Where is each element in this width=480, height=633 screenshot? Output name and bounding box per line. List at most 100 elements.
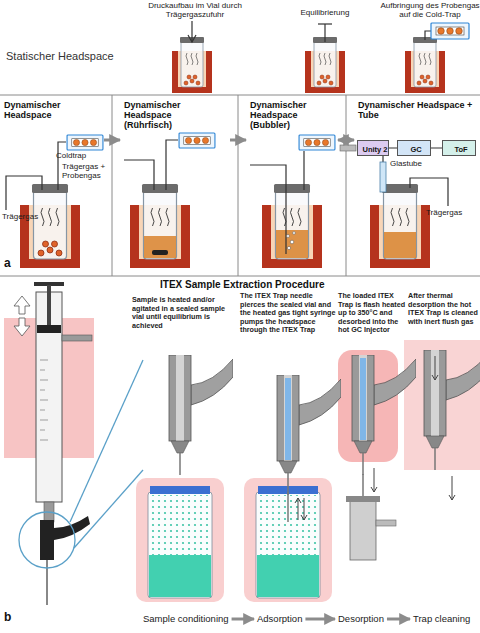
step-text: Desorption: [338, 612, 384, 626]
gc-injector: [346, 496, 396, 560]
instrument-box: ToF: [442, 140, 476, 156]
motion-arrow: [14, 296, 30, 314]
frame-line: [0, 95, 480, 276]
part-label: Trägergas: [426, 208, 480, 217]
frame-line: [0, 95, 480, 96]
panel-letter: b: [4, 610, 18, 624]
gc-injector: [376, 520, 396, 526]
cold-trap: [67, 135, 103, 150]
zoom-circle: [74, 470, 143, 548]
frame-line: [0, 276, 480, 277]
itex-trap: [277, 375, 341, 495]
flow-indicator: [449, 476, 455, 500]
static-vial: [305, 37, 345, 93]
itex-trap: [360, 358, 366, 440]
motion-arrow: [14, 318, 30, 336]
sample-liquid: [144, 230, 416, 258]
gas-tube: [6, 140, 448, 254]
needle: [318, 23, 332, 24]
zoom-circle: [70, 360, 143, 522]
step-caption: Aufbringung des Probengas auf die Cold-T…: [380, 1, 480, 20]
dynamic-vial: [130, 184, 190, 268]
needle: [324, 24, 325, 42]
panel-letter: a: [4, 256, 18, 270]
tube-line: [389, 147, 397, 148]
step-description: Sample is heated and/or agitated in a se…: [132, 296, 236, 330]
flow-arrow: [305, 618, 335, 621]
heated-zone: [244, 478, 332, 602]
gc-injector: [350, 500, 376, 560]
sample-vial: [257, 555, 319, 597]
frame-line: [346, 95, 347, 276]
flow-arrow: [104, 139, 120, 142]
stir-bar: [152, 250, 168, 255]
static-vial: [184, 75, 200, 85]
flow-arrow: [230, 139, 246, 142]
part-label: Trägergas: [2, 212, 52, 221]
gas-tube: [124, 160, 154, 190]
step-description: After thermal desorption the hot ITEX Tr…: [408, 292, 480, 326]
instrument-box: GC: [397, 140, 431, 156]
itex-trap: [287, 492, 289, 522]
flow-indicator: [295, 356, 455, 520]
step-label: Trap cleaning: [410, 612, 473, 626]
heated-syringe: [62, 335, 92, 341]
sample-liquid: [144, 236, 176, 258]
gc-injector: [346, 496, 380, 502]
bubble: [287, 232, 296, 250]
bubble: [287, 235, 290, 238]
dynamic-vial: [38, 241, 62, 256]
itex-trap: [285, 378, 291, 460]
zoom-circle: [19, 360, 143, 568]
step-description: The ITEX Trap needle pierces the sealed …: [240, 292, 336, 335]
panel-box: Dynamischer Headspace + TubeUnity 2GCToF: [354, 97, 480, 275]
section-label: Statischer Headspace: [6, 50, 116, 63]
static-vial: [417, 75, 433, 85]
dynamic-vial: [20, 184, 430, 268]
part-label: Glastube: [390, 159, 438, 168]
gas-tube: [410, 178, 448, 206]
itex-trap: [352, 355, 416, 475]
heated-syringe: [37, 325, 61, 333]
cold-trap: [431, 23, 469, 39]
sample-vial: [148, 492, 212, 598]
cold-trap: [67, 23, 469, 150]
dynamic-vial: [370, 184, 430, 268]
step-caption: Druckaufbau im Vial durch Trägergaszufuh…: [140, 1, 250, 20]
instrument-name: ToF: [450, 142, 467, 154]
dynamic-vial: [262, 184, 322, 268]
heated-syringe: [40, 520, 54, 560]
needle: [425, 31, 431, 40]
needle: [188, 21, 431, 42]
cold-trap: [299, 135, 335, 150]
panel-title: Dynamischer Headspace + Tube: [354, 97, 480, 120]
panel-title: Dynamischer Headspace (Bubbler): [246, 97, 312, 130]
sample-vial: [149, 495, 211, 555]
injector-port: [340, 145, 356, 151]
step-label: Desorption: [335, 612, 387, 626]
sample-liquid: [384, 232, 416, 258]
panel-title: Dynamischer Headspace (Rührfisch): [120, 97, 186, 130]
part-label: Trägergas + Probengas: [62, 162, 106, 181]
step-text: Adsorption: [257, 612, 302, 626]
flow-arrow: [232, 618, 254, 621]
sample-vial: [150, 486, 210, 494]
bubble: [290, 240, 294, 244]
static-vial: [172, 37, 212, 93]
bubble: [287, 246, 290, 249]
step-label: Adsorption: [254, 612, 305, 626]
gas-tube: [382, 156, 383, 162]
itex-trap: [169, 355, 233, 475]
sample-vial: [256, 492, 320, 598]
needle: [191, 21, 192, 42]
frame-line: [238, 95, 239, 276]
flow-indicator: [301, 498, 307, 520]
section-heading: ITEX Sample Extraction Procedure: [160, 279, 400, 291]
panel-title: Dynamischer Headspace: [0, 97, 76, 120]
panel-box: Dynamischer Headspace (Rührfisch): [120, 97, 230, 275]
instrument-name: GC: [406, 142, 421, 154]
static-vial: [172, 37, 445, 93]
bubble: [293, 232, 296, 235]
heated-syringe: [46, 560, 48, 605]
